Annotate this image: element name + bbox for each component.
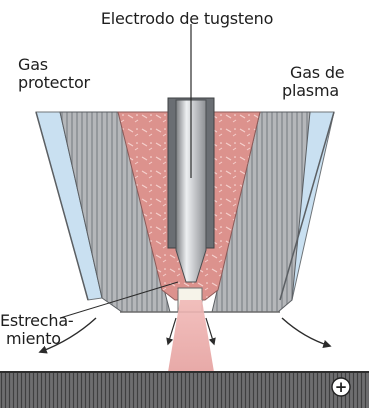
plasma-gas-label-line2: plasma <box>282 82 339 100</box>
electrode-label: Electrodo de tugsteno <box>92 10 282 28</box>
workpiece <box>0 372 369 408</box>
polarity-symbol: + <box>335 378 348 396</box>
constriction-label-line1: Estrecha- <box>0 312 74 330</box>
shield-gas-arrow-right <box>282 318 330 346</box>
shield-gas-label-line1: Gas <box>18 56 48 74</box>
plasma-gas-label-line1: Gas de <box>290 64 344 82</box>
shield-gas-label-line2: protector <box>18 74 90 92</box>
plasma-jet <box>168 300 214 372</box>
constriction-label-line2: miento <box>6 330 61 348</box>
